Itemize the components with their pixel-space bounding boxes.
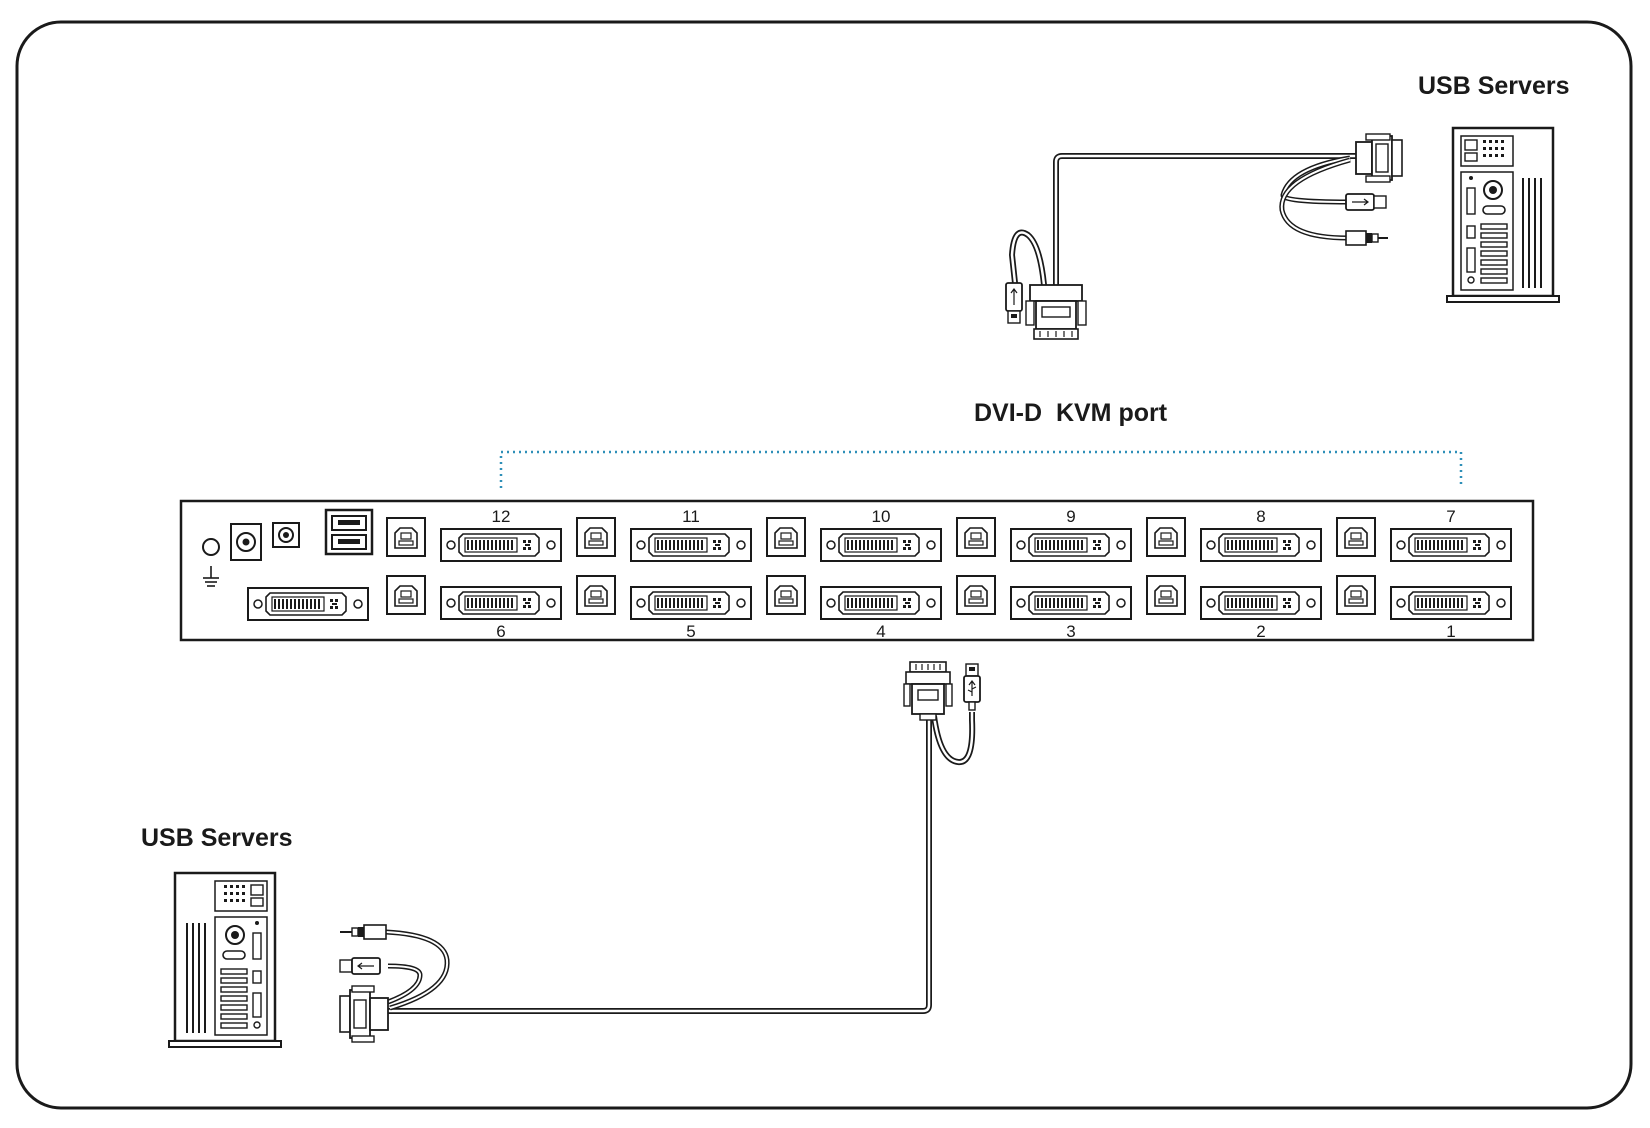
port-number-9: 9 [1066,507,1075,526]
kvm-port-bracket [499,450,1463,488]
console-dvi-port-icon [247,587,369,621]
usb-b-port-icon [1146,575,1186,615]
usb-b-port-icon [1336,575,1376,615]
audio-jack-icon [272,522,300,548]
dvi-port-icon [1010,528,1132,562]
usb-b-port-icon [386,575,426,615]
dvi-port-icon [630,528,752,562]
dvi-port-icon [1200,528,1322,562]
usb-a-ports-icon [324,508,374,556]
bottom-kvm-cable [385,712,976,1014]
dvi-port-icon [1200,586,1322,620]
usb-b-port-icon [956,517,996,557]
dvi-connector-icon [339,985,389,1043]
usb-connector-icon [1005,282,1023,324]
port-number-8: 8 [1256,507,1265,526]
usb-b-port-icon [1146,517,1186,557]
port-number-5: 5 [686,622,695,641]
top-servers-label: USB Servers [1418,72,1570,100]
dvi-port-icon [630,586,752,620]
bottom-servers-label: USB Servers [141,824,293,852]
usb-b-port-icon [386,517,426,557]
dvi-port-icon [820,586,942,620]
usb-b-port-icon [956,575,996,615]
port-number-3: 3 [1066,622,1075,641]
ground-icon [202,538,220,556]
dvi-port-icon [440,586,562,620]
dvi-port-icon [820,528,942,562]
dvi-connector-icon [1355,133,1403,183]
audio-plug-icon [340,924,387,940]
usb-server-tower-icon [167,871,283,1049]
port-number-10: 10 [872,507,891,526]
dvi-port-icon [1390,528,1512,562]
dvi-port-icon [1390,586,1512,620]
port-number-1: 1 [1446,622,1455,641]
port-number-2: 2 [1256,622,1265,641]
usb-connector-icon [1345,193,1387,211]
usb-b-port-icon [576,517,616,557]
dvi-connector-icon [1025,284,1087,340]
port-number-6: 6 [496,622,505,641]
port-number-11: 11 [682,507,700,526]
dvi-port-icon [440,528,562,562]
kvm-switch-panel: 12 11 10 9 8 7 6 5 4 3 2 1 [179,499,1535,642]
kvm-port-label: DVI-D KVM port [974,399,1168,427]
usb-b-port-icon [1336,517,1376,557]
usb-connector-icon [339,957,381,975]
port-number-12: 12 [492,507,511,526]
ground-symbol-icon [203,566,219,587]
dvi-port-icon [1010,586,1132,620]
port-number-4: 4 [876,622,885,641]
usb-server-tower-icon [1445,126,1561,304]
port-number-7: 7 [1446,507,1455,526]
usb-b-port-icon [766,517,806,557]
usb-b-port-icon [766,575,806,615]
top-kvm-cable [1008,153,1360,286]
dvi-connector-icon [903,661,953,721]
audio-plug-icon [1345,230,1388,246]
usb-b-port-icon [576,575,616,615]
power-jack-icon [230,523,262,561]
